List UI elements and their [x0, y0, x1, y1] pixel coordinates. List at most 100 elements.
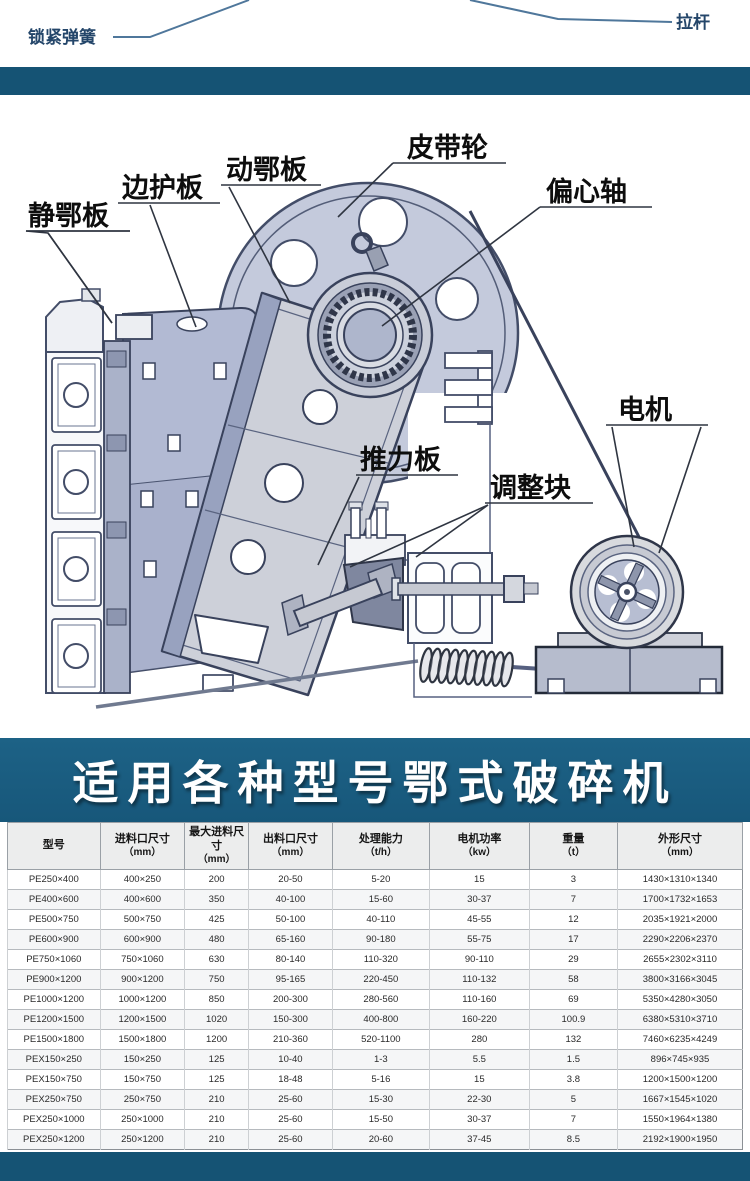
table-cell: 750×1060: [99, 949, 185, 970]
side-guard-plate-label: 边护板: [122, 173, 203, 203]
table-cell: 1000×1200: [99, 989, 185, 1010]
table-cell: 12: [528, 909, 618, 930]
fixed-jaw-plate-stack: [45, 288, 131, 694]
thrust-plate-strut: [292, 577, 384, 628]
eccentric-shaft-bearing: [306, 232, 434, 399]
table-cell: 30-37: [428, 1109, 530, 1130]
table-cell: 900×1200: [99, 969, 185, 990]
table-cell: PEX250×750: [7, 1089, 101, 1110]
table-cell: 100.9: [528, 1009, 618, 1030]
table-cell: 5-20: [331, 869, 430, 890]
column-header: 进料口尺寸（mm）: [99, 822, 186, 870]
table-cell: 480: [184, 929, 249, 950]
column-header: 型号: [7, 822, 101, 870]
table-cell: 1550×1964×1380: [617, 1109, 743, 1130]
table-cell: PE1200×1500: [7, 1009, 101, 1030]
column-header: 最大进料尺寸（mm）: [184, 822, 250, 870]
table-cell: 200: [184, 869, 249, 890]
table-cell: 29: [528, 949, 618, 970]
table-cell: 5: [528, 1089, 618, 1110]
table-cell: 1200: [184, 1029, 249, 1050]
table-cell: 200-300: [248, 989, 333, 1010]
table-cell: 69: [528, 989, 618, 1010]
table-cell: PE600×900: [7, 929, 101, 950]
fixed-jaw-plate-label: 静鄂板: [28, 201, 109, 231]
column-header: 电机功率（kw）: [428, 822, 530, 870]
table-cell: 210: [184, 1109, 249, 1130]
spec-table-header-row: 型号进料口尺寸（mm）最大进料尺寸（mm）出料口尺寸（mm）处理能力（t/h）电…: [7, 822, 743, 870]
table-cell: 210-360: [248, 1029, 333, 1050]
table-cell: 150×250: [99, 1049, 185, 1070]
jaw-crusher-diagram: 静鄂板 边护板 动鄂板 皮带轮 偏心轴 电机 推力板 调整块: [25, 133, 724, 709]
table-cell: 2290×2206×2370: [617, 929, 743, 950]
table-cell: 1020: [184, 1009, 249, 1030]
table-cell: 400-800: [331, 1009, 430, 1030]
column-header: 处理能力（t/h）: [331, 822, 430, 870]
table-cell: 1200×1500: [99, 1009, 185, 1030]
table-cell: 2192×1900×1950: [617, 1129, 743, 1150]
adjustment-bolt: [397, 582, 507, 596]
belt-pulley-label: 皮带轮: [407, 133, 488, 163]
table-cell: 2655×2302×3110: [617, 949, 743, 970]
column-header: 出料口尺寸（mm）: [248, 822, 333, 870]
table-cell: 125: [184, 1049, 249, 1070]
table-cell: 17: [528, 929, 618, 950]
table-cell: 40-100: [248, 889, 333, 910]
table-cell: 6380×5310×3710: [617, 1009, 743, 1030]
stack-notch-tabs: [106, 350, 127, 626]
table-cell: PEX250×1000: [7, 1109, 101, 1130]
table-cell: 150×750: [99, 1069, 185, 1090]
table-cell: 5-16: [331, 1069, 430, 1090]
top-annotation-area: 锁紧弹簧 拉杆: [28, 0, 710, 47]
table-cell: 18-48: [248, 1069, 333, 1090]
table-cell: 15-50: [331, 1109, 430, 1130]
table-cell: PEX150×750: [7, 1069, 101, 1090]
table-cell: 80-140: [248, 949, 333, 970]
lock-spring-leader-line: [113, 0, 250, 38]
table-cell: 7: [528, 889, 618, 910]
machine-frame: [398, 350, 522, 565]
table-cell: 45-55: [428, 909, 530, 930]
table-cell: PE1000×1200: [7, 989, 101, 1010]
table-cell: 600×900: [99, 929, 185, 950]
table-cell: 15-30: [331, 1089, 430, 1110]
motor-assembly: [534, 534, 724, 695]
lock-spring-coil: [419, 647, 543, 688]
table-cell: 25-60: [248, 1129, 333, 1150]
guard-plate-bolt-holes: [140, 362, 227, 578]
table-cell: 90-180: [331, 929, 430, 950]
table-cell: 250×1200: [99, 1129, 185, 1150]
table-cell: 1430×1310×1340: [617, 869, 743, 890]
table-cell: 5350×4280×3050: [617, 989, 743, 1010]
table-cell: 280-560: [331, 989, 430, 1010]
table-cell: 25-60: [248, 1089, 333, 1110]
table-cell: 400×250: [99, 869, 185, 890]
table-cell: PEX150×250: [7, 1049, 101, 1070]
table-cell: 1700×1732×1653: [617, 889, 743, 910]
table-cell: PE250×400: [7, 869, 101, 890]
spec-table: 型号进料口尺寸（mm）最大进料尺寸（mm）出料口尺寸（mm）处理能力（t/h）电…: [7, 822, 743, 1150]
table-cell: 110-160: [428, 989, 530, 1010]
table-cell: 7460×6235×4249: [617, 1029, 743, 1050]
table-cell: 160-220: [428, 1009, 530, 1030]
table-cell: 1.5: [528, 1049, 618, 1070]
thrust-plate-label: 推力板: [360, 445, 441, 475]
table-cell: 20-50: [248, 869, 333, 890]
table-cell: 15: [428, 1069, 530, 1090]
table-cell: 37-45: [428, 1129, 530, 1150]
table-cell: 630: [184, 949, 249, 970]
table-cell: 65-160: [248, 929, 333, 950]
table-cell: 1500×1800: [99, 1029, 185, 1050]
